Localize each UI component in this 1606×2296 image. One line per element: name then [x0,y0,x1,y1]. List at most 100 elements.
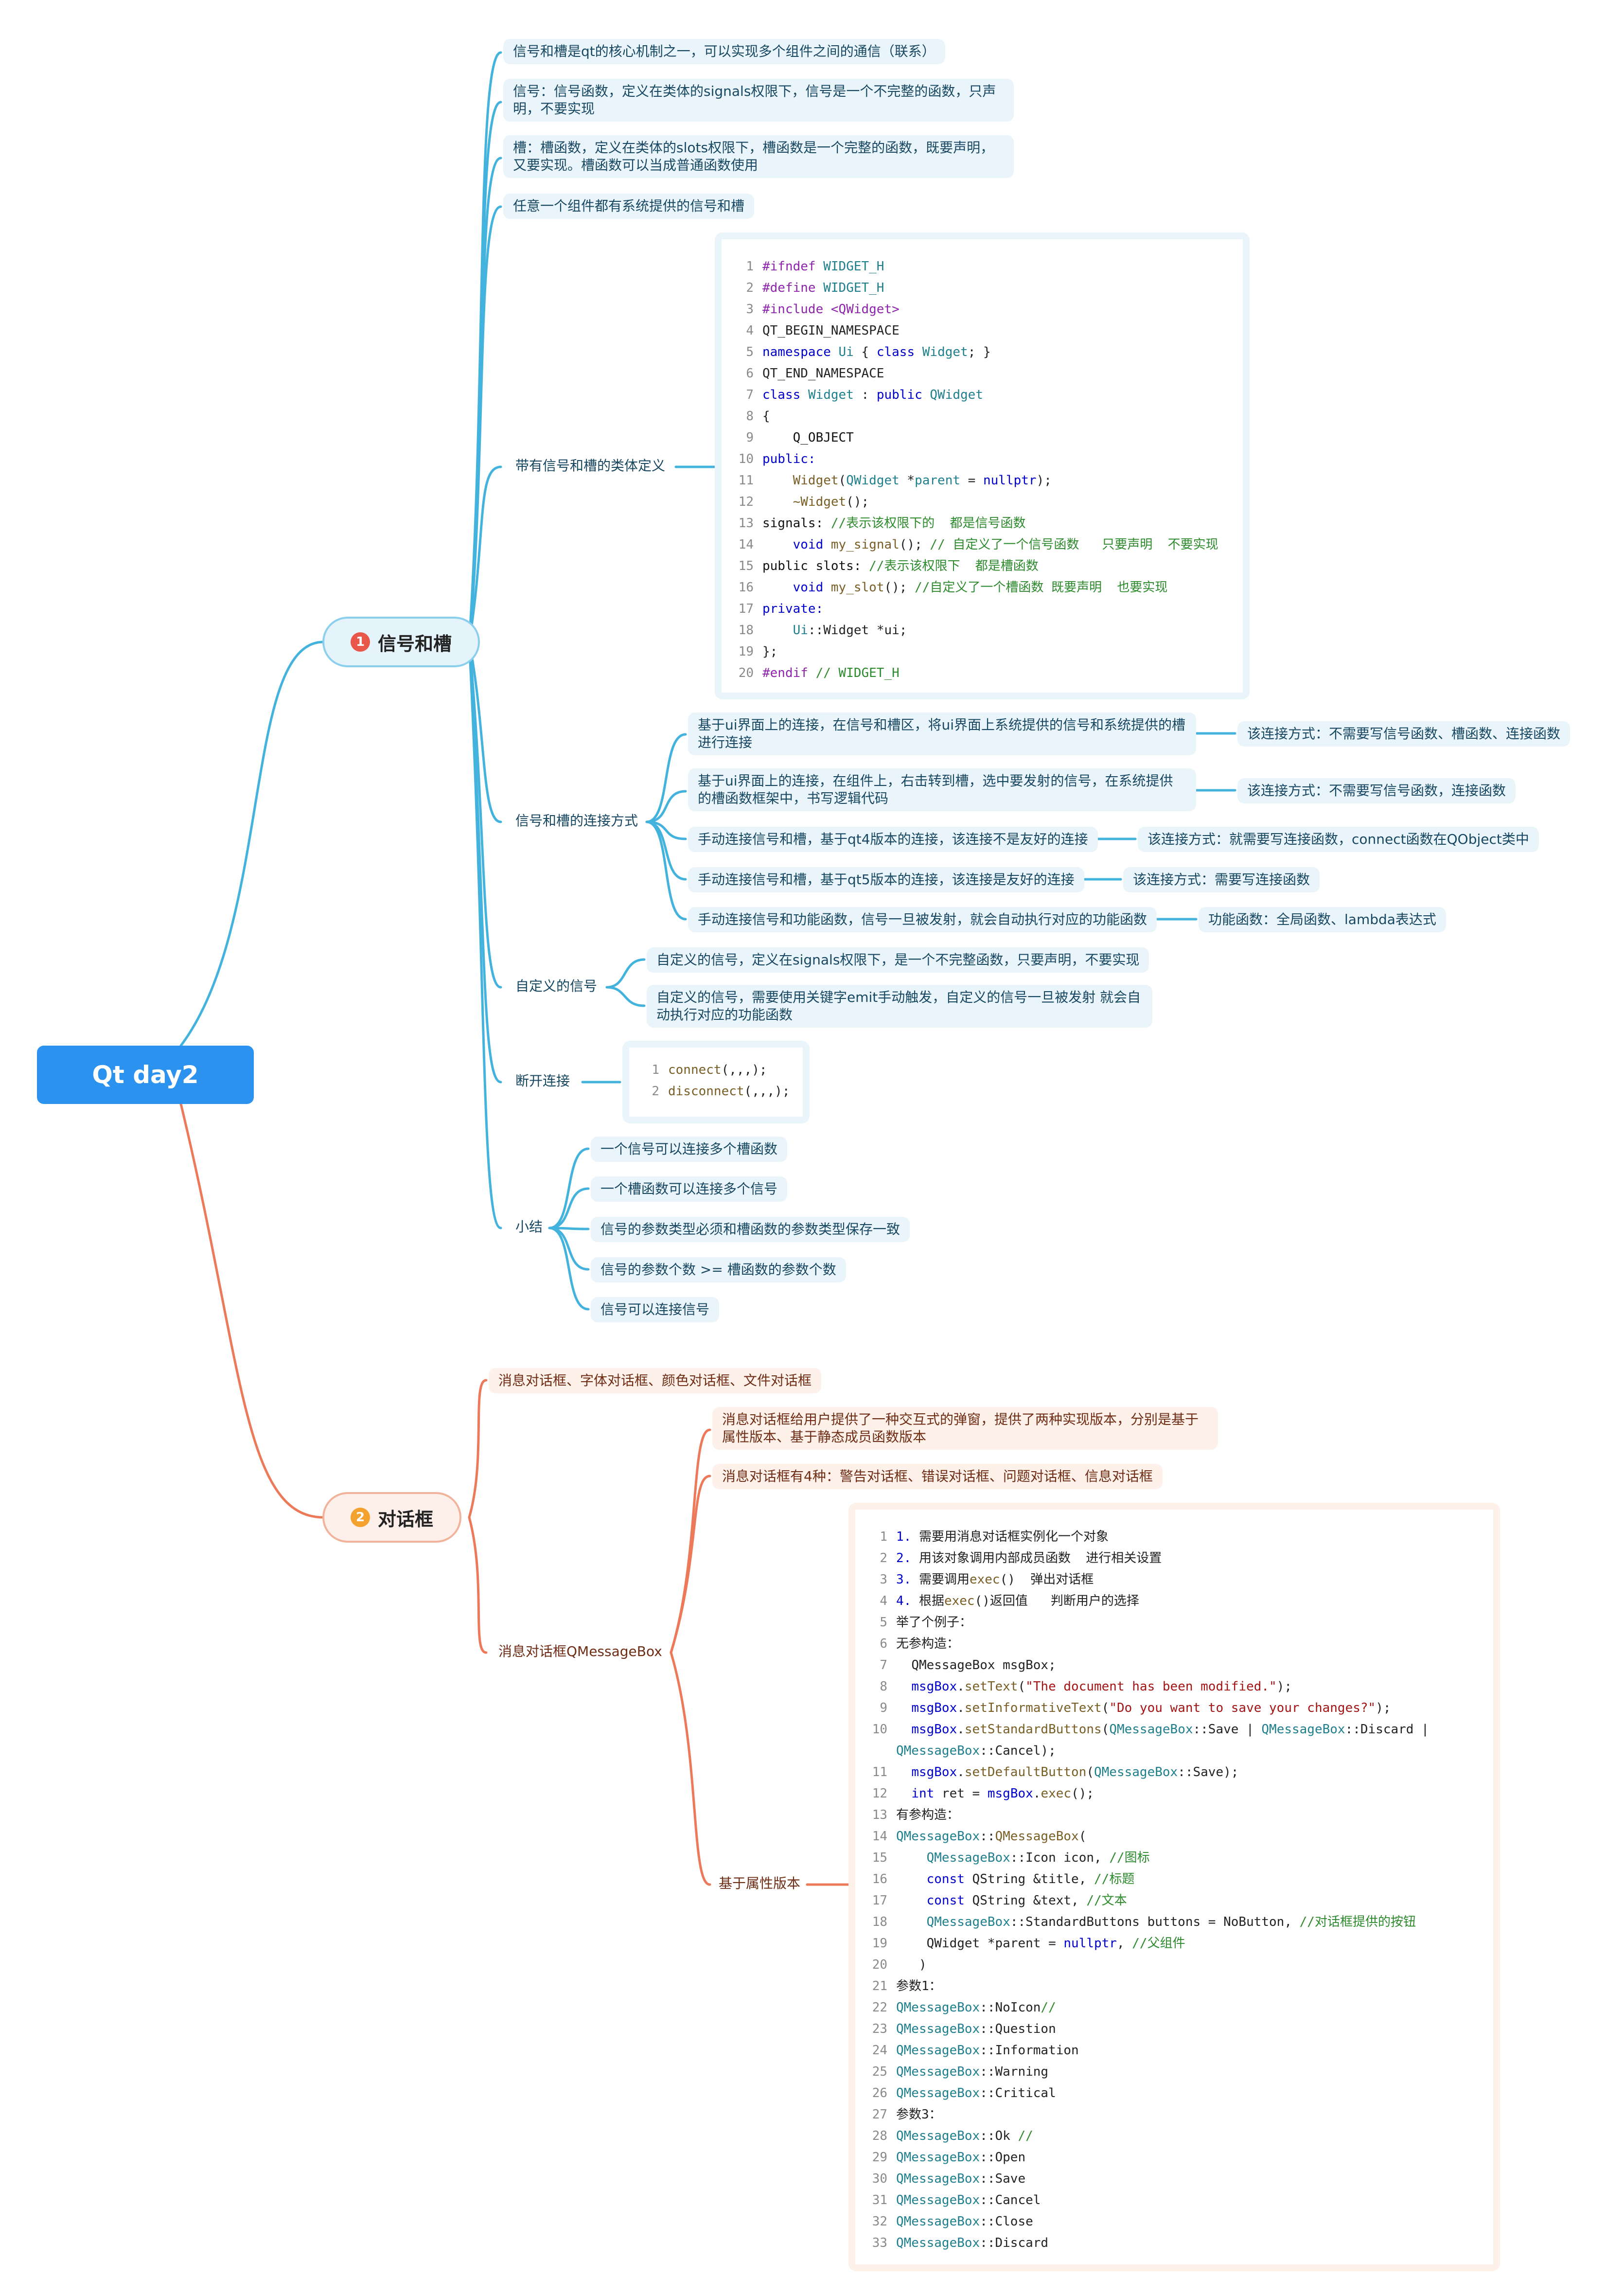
code-token: QMessageBox [896,2022,980,2036]
connect-way-3[interactable]: 手动连接信号和槽，基于qt4版本的连接，该连接不是友好的连接 [688,827,1098,852]
code-token: QMessageBox [896,1744,980,1758]
node-disconnect[interactable]: 断开连接 [515,1073,570,1089]
code-token [762,473,793,488]
root-title: Qt day2 [92,1061,199,1089]
code-token: ; } [968,345,991,359]
node-every-widget[interactable]: 任意一个组件都有系统提供的信号和槽 [503,194,755,219]
node-custom-signal[interactable]: 自定义的信号 [515,978,598,994]
node-msgbox-desc[interactable]: 消息对话框给用户提供了一种交互式的弹窗，提供了两种实现版本，分别是基于属性版本、… [712,1407,1218,1450]
code-token: . [1033,1786,1041,1801]
connect-way-5[interactable]: 手动连接信号和功能函数，信号一旦被发射，就会自动执行对应的功能函数 [688,907,1157,932]
code-token: disconnect [668,1084,744,1099]
code-token [896,1893,927,1908]
summary-item-1[interactable]: 一个信号可以连接多个槽函数 [591,1137,788,1162]
line-number: 1 [652,1063,659,1077]
code-token: QString &text, [964,1893,1087,1908]
code-token: setDefaultButton [964,1765,1087,1780]
code-token: ::Discard | [1345,1722,1437,1737]
code-token: QMessageBox [896,2193,980,2207]
code-line: 12 int ret = msgBox.exec(); [870,1783,1479,1804]
node-qmessagebox[interactable]: 消息对话框QMessageBox [498,1643,662,1659]
branch-signals-slots[interactable]: 1 信号和槽 [322,617,480,667]
code-token: ); [1036,473,1052,488]
connect-way-5-note[interactable]: 功能函数：全局函数、lambda表达式 [1199,907,1446,932]
node-signal-def[interactable]: 信号：信号函数，定义在类体的signals权限下，信号是一个不完整的函数，只声明… [503,79,1014,122]
code-token [762,537,793,552]
code-token: my_signal [830,537,900,552]
connect-way-2[interactable]: 基于ui界面上的连接，在组件上，右击转到槽，选中要发射的信号，在系统提供的槽函数… [688,768,1196,811]
code-token: 4. [896,1594,912,1608]
code-token: nullptr [1063,1936,1117,1951]
code-token: (); [846,495,869,509]
code-token [831,345,839,359]
code-token [823,537,831,552]
code-token: ( [1018,1679,1026,1694]
code-token: 无参构造： [896,1637,960,1651]
summary-item-4[interactable]: 信号的参数个数 >= 槽函数的参数个数 [591,1257,846,1282]
code-token: 参数1： [896,1979,942,1993]
line-number: 20 [738,666,754,680]
node-connect-ways[interactable]: 信号和槽的连接方式 [515,813,638,829]
node-intro[interactable]: 信号和槽是qt的核心机制之一，可以实现多个组件之间的通信（联系） [503,39,945,64]
node-class-definition[interactable]: 带有信号和槽的类体定义 [515,458,666,474]
code-line: 20 ) [870,1954,1479,1976]
branch-dialogs[interactable]: 2 对话框 [322,1492,462,1543]
connect-way-1[interactable]: 基于ui界面上的连接，在信号和槽区，将ui界面上系统提供的信号和系统提供的槽进行… [688,712,1196,755]
code-token: class [762,388,801,402]
root-node[interactable]: Qt day2 [37,1046,254,1104]
code-token: namespace [762,345,831,359]
code-token: ::Cancel [980,2193,1041,2207]
code-token: 有参构造： [896,1808,960,1822]
connect-way-3-note[interactable]: 该连接方式：就需要写连接函数，connect函数在QObject类中 [1138,827,1539,852]
line-number: 20 [872,1958,887,1972]
code-token: int [911,1786,935,1801]
line-number: 24 [872,2043,887,2058]
code-token: const [926,1872,965,1887]
custom-signal-1[interactable]: 自定义的信号，定义在signals权限下，是一个不完整函数，只要声明，不要实现 [647,947,1149,973]
code-token: QT_END_NAMESPACE [762,366,884,381]
node-dialog-types[interactable]: 消息对话框、字体对话框、颜色对话框、文件对话框 [489,1368,822,1393]
connect-way-4-note[interactable]: 该连接方式：需要写连接函数 [1123,867,1320,892]
code-token: ::Widget *ui; [808,623,907,638]
code-line: 11 Widget(QWidget *parent = nullptr); [736,470,1228,491]
code-line: 19 QWidget *parent = nullptr, //父组件 [870,1933,1479,1954]
code-token: ); [1376,1701,1391,1715]
line-number: 6 [880,1637,887,1651]
code-token [762,495,793,509]
code-token: parent [915,473,961,488]
code-token: ::Close [980,2214,1033,2229]
node-attr-version[interactable]: 基于属性版本 [719,1875,801,1891]
line-number: 13 [872,1808,887,1822]
summary-item-5[interactable]: 信号可以连接信号 [591,1297,720,1322]
summary-item-2[interactable]: 一个槽函数可以连接多个信号 [591,1176,788,1202]
connect-way-1-note[interactable]: 该连接方式：不需要写信号函数、槽函数、连接函数 [1237,721,1571,747]
node-summary[interactable]: 小结 [515,1219,543,1235]
code-token: msgBox [987,1786,1033,1801]
connect-way-2-note[interactable]: 该连接方式：不需要写信号函数，连接函数 [1237,778,1516,803]
custom-signal-2[interactable]: 自定义的信号，需要使用关键字emit手动触发，自定义的信号一旦被发射 就会自动执… [647,985,1152,1028]
code-token: WIDGET_H [815,281,884,295]
code-line: 16 void my_slot(); //自定义了一个槽函数 既要声明 也要实现 [736,577,1228,598]
line-number: 2 [746,281,754,295]
connect-way-4[interactable]: 手动连接信号和槽，基于qt5版本的连接，该连接是友好的连接 [688,867,1084,892]
code-token: * [899,473,915,488]
line-number: 23 [872,2022,887,2036]
summary-item-3[interactable]: 信号的参数类型必须和槽函数的参数类型保存一致 [591,1217,910,1242]
node-slot-def[interactable]: 槽：槽函数，定义在类体的slots权限下，槽函数是一个完整的函数，既要声明，又要… [503,135,1014,178]
code-token: ::Open [980,2150,1026,2165]
code-token: msgBox [911,1722,957,1737]
node-msgbox-kinds[interactable]: 消息对话框有4种：警告对话框、错误对话框、问题对话框、信息对话框 [712,1464,1163,1489]
code-line: 8 msgBox.setText("The document has been … [870,1676,1479,1697]
code-token: // WIDGET_H [808,666,900,680]
